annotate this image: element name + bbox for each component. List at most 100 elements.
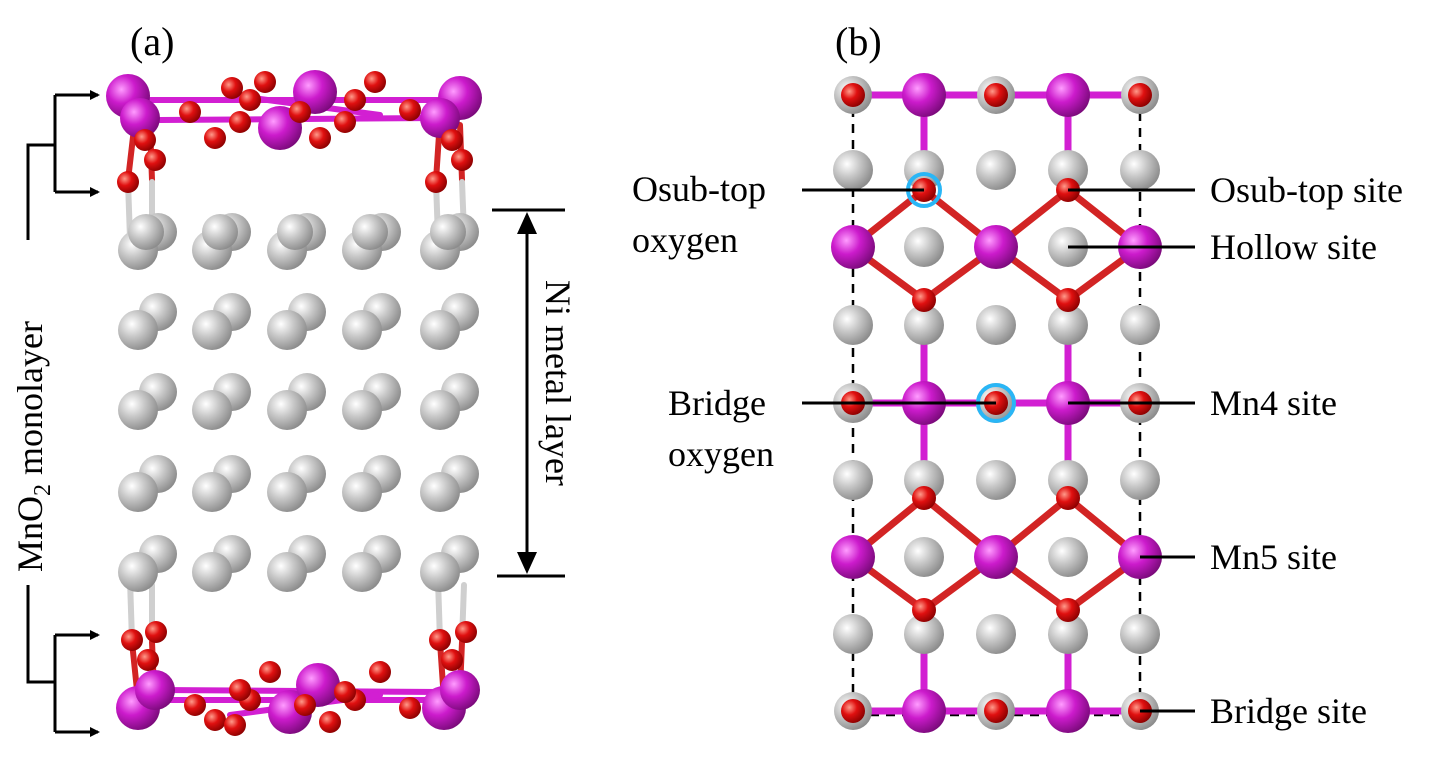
o-atom bbox=[289, 101, 311, 123]
o-atom bbox=[399, 697, 421, 719]
ni-atom bbox=[833, 305, 873, 345]
o-atom bbox=[259, 661, 281, 683]
mn-atom bbox=[902, 73, 946, 117]
ni-atom bbox=[833, 460, 873, 500]
ni-atom bbox=[267, 310, 307, 350]
o-atom bbox=[184, 694, 206, 716]
o-atom bbox=[229, 111, 251, 133]
ni-atom bbox=[342, 390, 382, 430]
ni-atom bbox=[118, 472, 158, 512]
ni-atom bbox=[976, 305, 1016, 345]
ni-atom bbox=[118, 390, 158, 430]
ni-atom bbox=[118, 310, 158, 350]
o-atom bbox=[1056, 486, 1080, 510]
ni-atom bbox=[267, 552, 307, 592]
o-atom bbox=[204, 127, 226, 149]
panel-a-side-view bbox=[106, 70, 482, 736]
monolayer-bracket-bottom bbox=[26, 585, 100, 737]
o-atom bbox=[841, 83, 865, 107]
ni-atom bbox=[833, 150, 873, 190]
mn-atom bbox=[902, 689, 946, 733]
o-atom bbox=[369, 661, 391, 683]
bridge-site-label: Bridge site bbox=[1210, 691, 1367, 731]
o-atom bbox=[344, 89, 366, 111]
o-atom-sub bbox=[121, 629, 143, 651]
o-atom-sub bbox=[429, 629, 451, 651]
mn-atom bbox=[1046, 689, 1090, 733]
o-atom bbox=[1056, 288, 1080, 312]
o-atom bbox=[984, 83, 1008, 107]
o-atom bbox=[319, 711, 341, 733]
mn-atom bbox=[974, 225, 1018, 269]
ni-atom bbox=[976, 150, 1016, 190]
bridge-oxygen-label-line1: Bridge bbox=[668, 383, 766, 423]
o-atom bbox=[224, 714, 246, 736]
o-atom-sub bbox=[134, 129, 156, 151]
osub-top-oxygen-label-line1: Osub-top bbox=[632, 169, 766, 209]
ni-atom bbox=[1048, 614, 1088, 654]
ni-atom-top bbox=[430, 214, 466, 250]
o-atom-sub bbox=[455, 621, 477, 643]
ni-atom-top bbox=[128, 214, 164, 250]
mn-atom bbox=[1046, 73, 1090, 117]
ni-atom bbox=[192, 310, 232, 350]
mn4-site-label: Mn4 site bbox=[1210, 383, 1337, 423]
o-atom bbox=[334, 111, 356, 133]
ni-atom bbox=[192, 390, 232, 430]
ni-atom bbox=[1048, 305, 1088, 345]
o-atom-sub bbox=[425, 171, 447, 193]
o-atom bbox=[204, 709, 226, 731]
ni-atom bbox=[904, 305, 944, 345]
ni-atom bbox=[118, 552, 158, 592]
ni-atom bbox=[1120, 305, 1160, 345]
o-atom bbox=[912, 598, 936, 622]
ni-atom bbox=[904, 537, 944, 577]
monolayer-bracket-top bbox=[26, 90, 100, 240]
o-atom bbox=[912, 288, 936, 312]
osub-top-oxygen-label-line2: oxygen bbox=[632, 220, 738, 260]
ni-atom bbox=[342, 552, 382, 592]
o-atom bbox=[229, 679, 251, 701]
ni-atom bbox=[420, 310, 460, 350]
ni-atom bbox=[267, 472, 307, 512]
ni-atom bbox=[904, 614, 944, 654]
mn-atom bbox=[135, 670, 175, 710]
o-atom-sub bbox=[137, 649, 159, 671]
ni-atom-top bbox=[202, 214, 238, 250]
ni-atom bbox=[420, 390, 460, 430]
o-atom-sub bbox=[117, 171, 139, 193]
ni-atom bbox=[976, 460, 1016, 500]
mn-atom bbox=[440, 670, 480, 710]
ni-atom bbox=[1048, 460, 1088, 500]
o-atom bbox=[254, 71, 276, 93]
ni-atom bbox=[1120, 150, 1160, 190]
o-atom-sub bbox=[441, 649, 463, 671]
o-atom bbox=[912, 486, 936, 510]
hollow-site-label: Hollow site bbox=[1210, 227, 1377, 267]
o-atom bbox=[984, 699, 1008, 723]
ni-metal-layer-label: Ni metal layer bbox=[538, 280, 578, 486]
o-atom bbox=[309, 127, 331, 149]
o-atom bbox=[1128, 83, 1152, 107]
ni-atom bbox=[267, 390, 307, 430]
bridge-oxygen-label-line2: oxygen bbox=[668, 434, 774, 474]
ni-atom bbox=[1048, 150, 1088, 190]
ni-atom bbox=[192, 552, 232, 592]
mn-atom bbox=[974, 535, 1018, 579]
o-atom bbox=[221, 77, 243, 99]
mno2-monolayer-label: MnO2 monolayer bbox=[10, 321, 56, 572]
ni-atom bbox=[904, 460, 944, 500]
ni-atom bbox=[1120, 460, 1160, 500]
osub-top-site-label: Osub-top site bbox=[1210, 170, 1403, 210]
ni-atom bbox=[976, 614, 1016, 654]
ni-atom-top bbox=[352, 214, 388, 250]
ni-atom bbox=[1120, 614, 1160, 654]
ni-atom bbox=[342, 472, 382, 512]
panel-b-label: (b) bbox=[835, 19, 882, 64]
ni-atom bbox=[192, 472, 232, 512]
ni-atom bbox=[342, 310, 382, 350]
mn-atom bbox=[831, 535, 875, 579]
o-atom bbox=[334, 681, 356, 703]
ni-atom-top bbox=[277, 214, 313, 250]
